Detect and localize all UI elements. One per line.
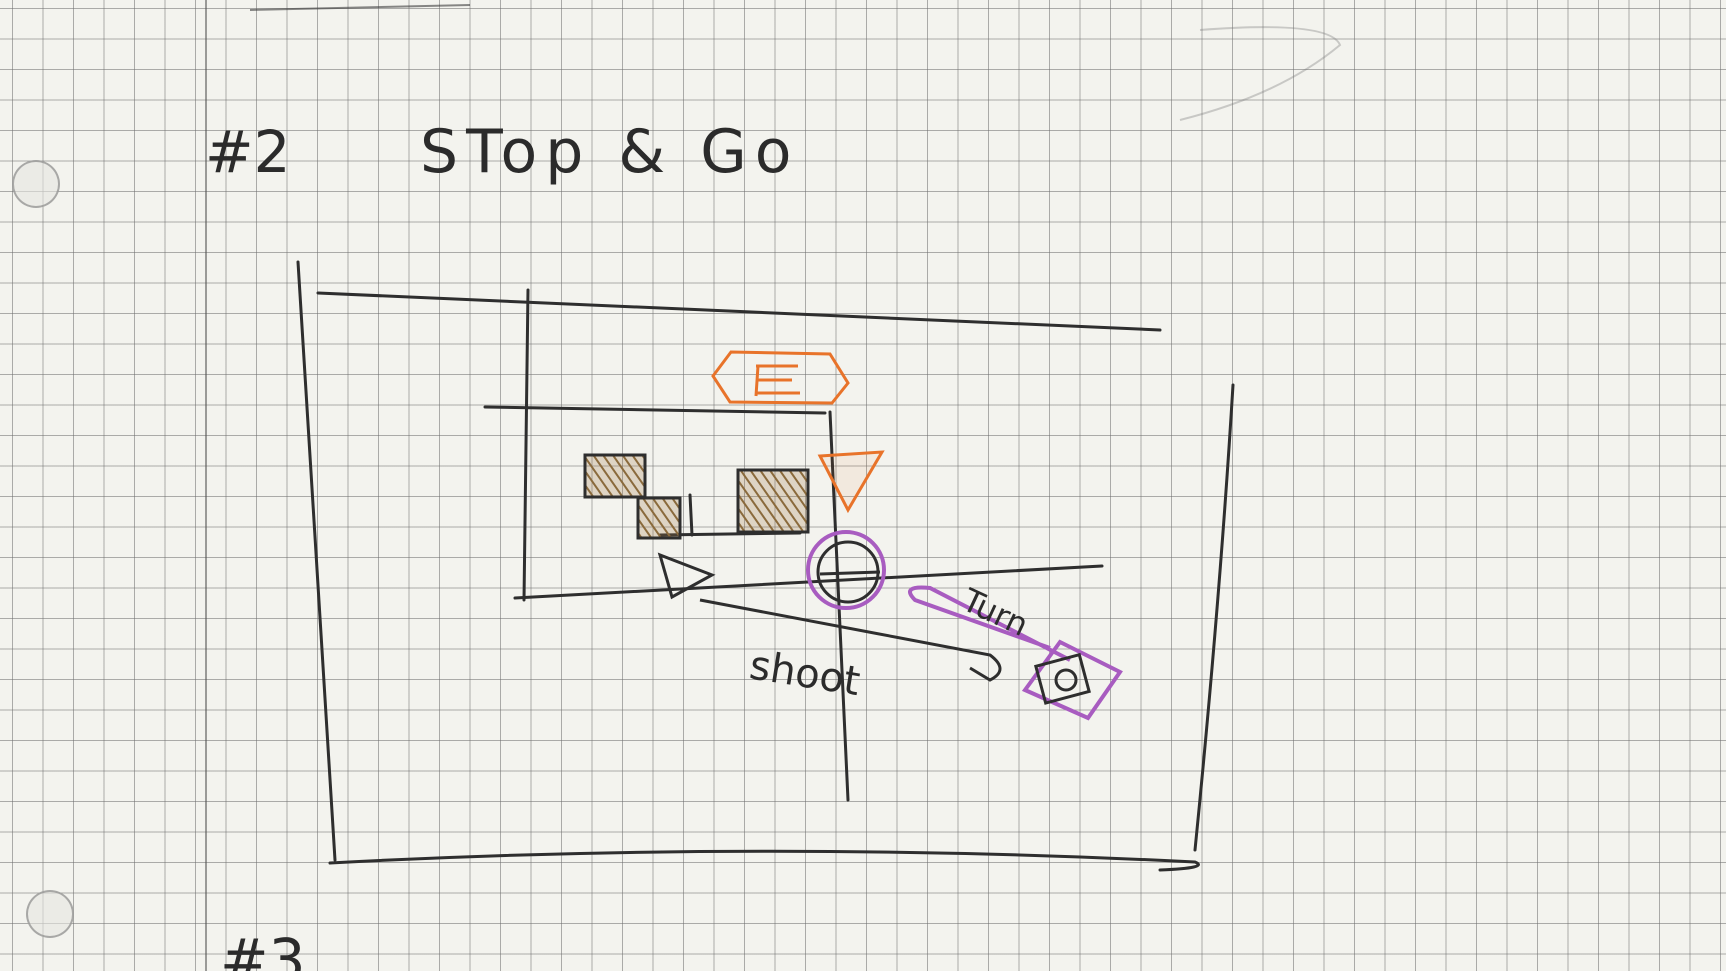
block-1 (583, 453, 647, 499)
hexagon-scribble (754, 364, 800, 397)
target-inner-square (1033, 652, 1091, 705)
orange-triangle-marker (817, 450, 885, 514)
block-3 (736, 468, 810, 534)
target-circle (1054, 668, 1078, 692)
play-arrow (657, 552, 716, 600)
turn-arrow (908, 585, 1071, 662)
top-stroke (249, 4, 471, 11)
margin-line (205, 0, 207, 971)
player-circle-outer (806, 530, 886, 610)
binder-hole-bottom (26, 890, 74, 938)
target-box (1021, 639, 1123, 721)
erased-scribble (1179, 26, 1342, 121)
frame-right (1193, 383, 1235, 852)
hexagon-outline (711, 350, 850, 405)
heading-number: #2 (205, 118, 291, 186)
frame-bottom (328, 849, 1200, 872)
frame-left (296, 260, 337, 862)
frame-top (316, 291, 1162, 332)
block-2 (636, 496, 682, 540)
player-slot (819, 570, 881, 576)
shoot-arrow (699, 598, 1002, 682)
outer-frame (296, 260, 1235, 872)
target-outline (1021, 639, 1123, 721)
next-heading: #3 (220, 926, 306, 971)
shoot-label: shoot (746, 642, 863, 705)
ledge-post (688, 493, 694, 537)
inner-platform-top (483, 405, 827, 415)
orange-hexagon-enemy (711, 350, 850, 405)
hatched-blocks (583, 453, 810, 540)
binder-hole-top (12, 160, 60, 208)
turn-label: Turn (956, 580, 1034, 644)
inner-wall-left (522, 288, 530, 602)
heading-title: STop & Go (420, 117, 799, 187)
